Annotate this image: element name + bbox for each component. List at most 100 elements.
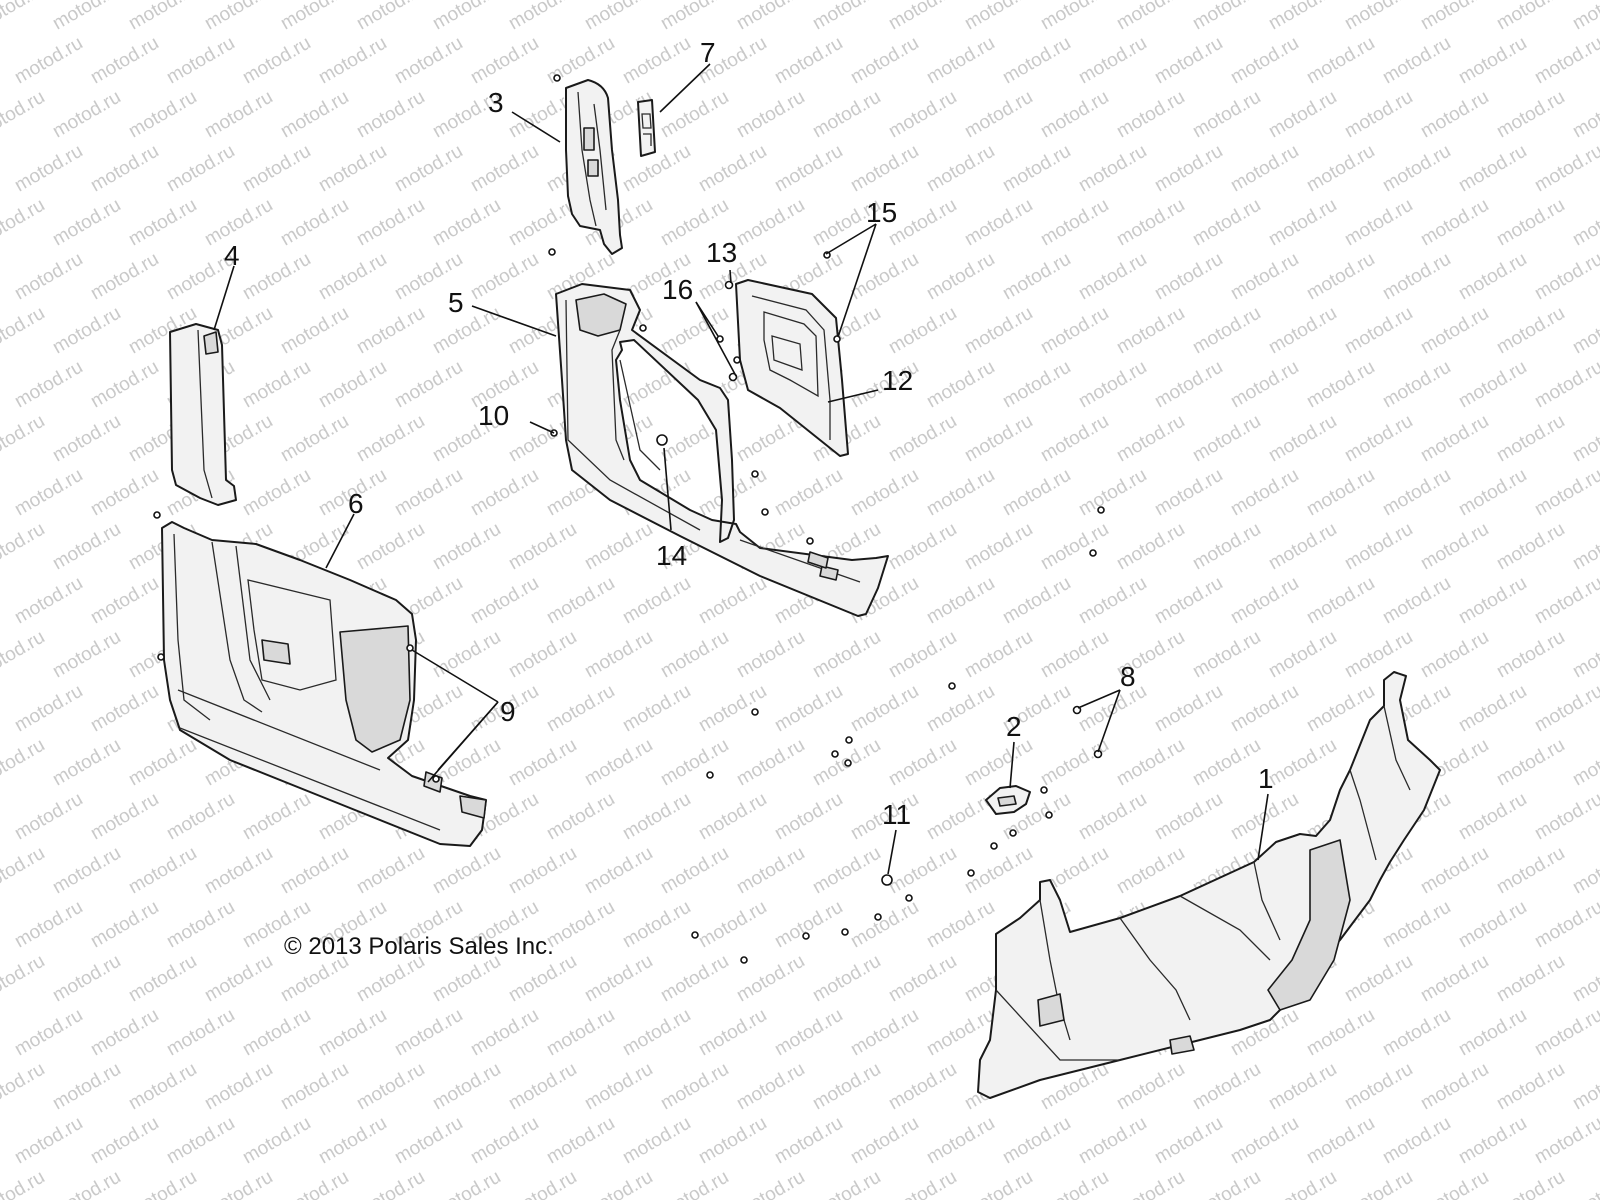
watermark-text: motod.ru	[0, 87, 49, 143]
watermark-text: motod.ru	[391, 465, 466, 521]
watermark-text: motod.ru	[391, 141, 466, 197]
watermark-text: motod.ru	[1493, 303, 1568, 359]
watermark-text: motod.ru	[11, 681, 86, 737]
watermark-text: motod.ru	[581, 951, 656, 1007]
watermark-text: motod.ru	[695, 1005, 770, 1061]
watermark-text: motod.ru	[885, 627, 960, 683]
watermark-text: motod.ru	[999, 141, 1074, 197]
watermark-text: motod.ru	[1113, 303, 1188, 359]
watermark-text: motod.ru	[125, 951, 200, 1007]
watermark-text: motod.ru	[239, 465, 314, 521]
watermark-text: motod.ru	[961, 303, 1036, 359]
watermark-text: motod.ru	[809, 1059, 884, 1115]
watermark-text: motod.ru	[239, 1113, 314, 1169]
watermark-text: motod.ru	[429, 627, 504, 683]
watermark-text: motod.ru	[163, 897, 238, 953]
watermark-text: motod.ru	[885, 0, 960, 34]
watermark-text: motod.ru	[467, 141, 542, 197]
watermark-text: motod.ru	[923, 1113, 998, 1169]
watermark-text: motod.ru	[1379, 141, 1454, 197]
watermark-text: motod.ru	[201, 1059, 276, 1115]
watermark-text: motod.ru	[391, 1113, 466, 1169]
watermark-text: motod.ru	[315, 141, 390, 197]
watermark-text: motod.ru	[923, 357, 998, 413]
watermark-text: motod.ru	[0, 1167, 49, 1200]
watermark-text: motod.ru	[429, 303, 504, 359]
watermark-text: motod.ru	[733, 1167, 808, 1200]
watermark-text: motod.ru	[1569, 519, 1600, 575]
watermark-text: motod.ru	[1075, 1113, 1150, 1169]
watermark-text: motod.ru	[771, 33, 846, 89]
watermark-text: motod.ru	[1569, 0, 1600, 34]
watermark-text: motod.ru	[505, 0, 580, 34]
watermark-text: motod.ru	[0, 627, 49, 683]
watermark-text: motod.ru	[809, 87, 884, 143]
watermark-text: motod.ru	[1569, 195, 1600, 251]
watermark-text: motod.ru	[1189, 735, 1264, 791]
watermark-text: motod.ru	[1265, 519, 1340, 575]
watermark-text: motod.ru	[1037, 303, 1112, 359]
watermark-text: motod.ru	[315, 33, 390, 89]
watermark-text: motod.ru	[277, 843, 352, 899]
watermark-text: motod.ru	[505, 627, 580, 683]
watermark-text: motod.ru	[961, 0, 1036, 34]
watermark-text: motod.ru	[1569, 1059, 1600, 1115]
watermark-text: motod.ru	[923, 789, 998, 845]
watermark-text: motod.ru	[163, 1005, 238, 1061]
callout-11: 11	[882, 799, 911, 830]
callout-5: 5	[448, 287, 464, 318]
watermark-text: motod.ru	[239, 357, 314, 413]
watermark-text: motod.ru	[1265, 303, 1340, 359]
watermark-text: motod.ru	[1303, 1005, 1378, 1061]
watermark-text: motod.ru	[1075, 789, 1150, 845]
watermark-text: motod.ru	[353, 195, 428, 251]
part-3-upper-door-panel	[553, 74, 623, 255]
watermark-text: motod.ru	[0, 951, 49, 1007]
watermark-text: motod.ru	[847, 1113, 922, 1169]
watermark-text: motod.ru	[49, 1059, 124, 1115]
watermark-text: motod.ru	[923, 465, 998, 521]
watermark-text: motod.ru	[999, 33, 1074, 89]
watermark-text: motod.ru	[49, 0, 124, 34]
watermark-text: motod.ru	[505, 1059, 580, 1115]
watermark-text: motod.ru	[87, 141, 162, 197]
watermark-text: motod.ru	[1037, 0, 1112, 34]
watermark-text: motod.ru	[543, 897, 618, 953]
watermark-text: motod.ru	[1151, 789, 1226, 845]
watermark-text: motod.ru	[1531, 249, 1600, 305]
watermark-text: motod.ru	[733, 1059, 808, 1115]
watermark-text: motod.ru	[885, 843, 960, 899]
watermark-text: motod.ru	[1417, 303, 1492, 359]
watermark-text: motod.ru	[125, 0, 200, 34]
callout-2: 2	[1006, 711, 1022, 742]
watermark-text: motod.ru	[1151, 1113, 1226, 1169]
watermark-text: motod.ru	[1379, 33, 1454, 89]
watermark-text: motod.ru	[239, 249, 314, 305]
watermark-text: motod.ru	[543, 1113, 618, 1169]
watermark-text: motod.ru	[1265, 735, 1340, 791]
watermark-text: motod.ru	[923, 249, 998, 305]
watermark-text: motod.ru	[0, 1059, 49, 1115]
fastener-11	[881, 874, 893, 886]
watermark-text: motod.ru	[885, 87, 960, 143]
watermark-text: motod.ru	[505, 843, 580, 899]
watermark-text: motod.ru	[999, 573, 1074, 629]
watermark-text: motod.ru	[1303, 357, 1378, 413]
watermark-text: motod.ru	[87, 573, 162, 629]
watermark-text: motod.ru	[1227, 573, 1302, 629]
watermark-text: motod.ru	[1531, 1113, 1600, 1169]
watermark-text: motod.ru	[1189, 0, 1264, 34]
watermark-text: motod.ru	[1151, 33, 1226, 89]
watermark-text: motod.ru	[771, 1005, 846, 1061]
leader-lines	[213, 63, 1269, 875]
watermark-text: motod.ru	[353, 1059, 428, 1115]
watermark-text: motod.ru	[1189, 303, 1264, 359]
watermark-text: motod.ru	[353, 1167, 428, 1200]
watermark-text: motod.ru	[49, 627, 124, 683]
watermark-text: motod.ru	[1493, 519, 1568, 575]
part-6-left-door	[153, 511, 487, 847]
watermark-text: motod.ru	[1037, 195, 1112, 251]
watermark-text: motod.ru	[277, 1059, 352, 1115]
watermark-text: motod.ru	[353, 519, 428, 575]
watermark-text: motod.ru	[581, 1167, 656, 1200]
